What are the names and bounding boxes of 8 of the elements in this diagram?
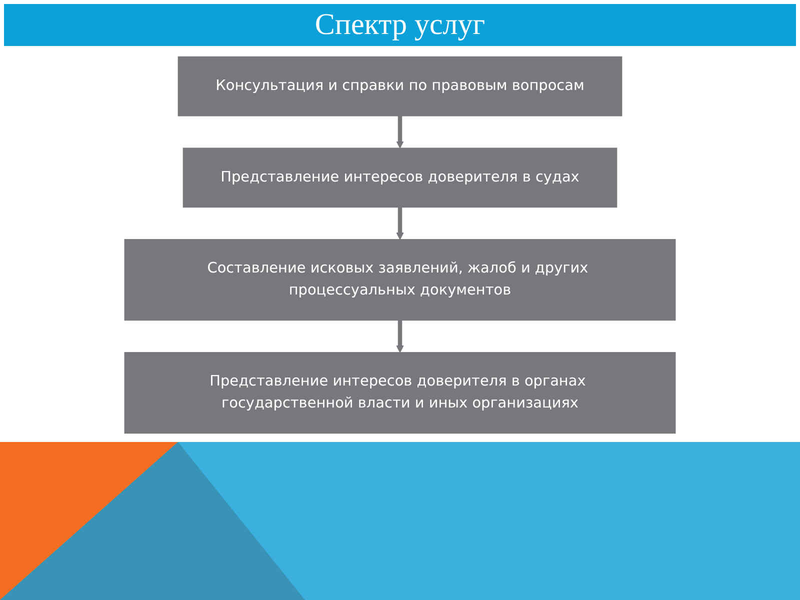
node-box: Составление исковых заявлений, жалоб и других процессуальных документов [124,239,676,321]
title-banner: Спектр услуг [4,4,796,46]
node-box: Представление интересов доверителя в органах государственной власти и иных организациях [124,352,676,434]
arrow [396,207,404,240]
node-box: Консультация и справки по правовым вопросам [178,56,622,116]
arrow [396,320,404,353]
arrow [396,116,404,148]
node-box: Представление интересов доверителя в судах [182,148,618,208]
